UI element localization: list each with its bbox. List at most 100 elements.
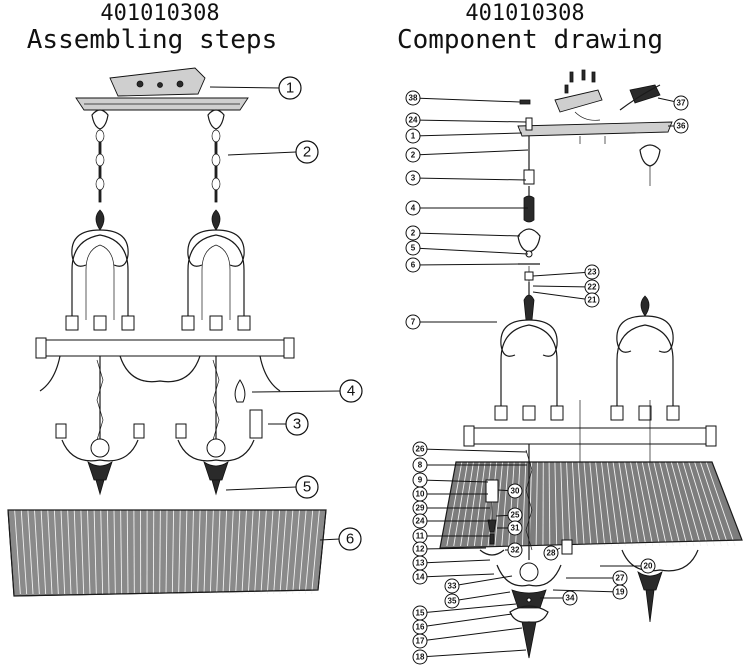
- callout-28: 28: [543, 545, 559, 561]
- chain-left: [95, 129, 105, 203]
- callout-37: 37: [673, 95, 689, 111]
- left-panel-title: Assembling steps: [27, 25, 277, 55]
- callout-number: 8: [418, 461, 423, 470]
- mounting-hardware: [519, 69, 661, 121]
- right-panel-title: Component drawing: [397, 25, 663, 55]
- callout-33: 33: [444, 578, 460, 594]
- left-model-number: 401010308: [100, 1, 219, 26]
- callout-number: 5: [303, 479, 311, 496]
- callout-number: 3: [411, 174, 416, 183]
- callout-number: 13: [416, 559, 425, 568]
- callout-number: 5: [411, 244, 416, 253]
- callout-number: 4: [411, 204, 416, 213]
- chandelier-frame-exploded: [463, 294, 717, 470]
- callout-number: 11: [416, 532, 425, 541]
- callout-24: 24: [405, 112, 421, 128]
- callout-number: 25: [511, 511, 520, 520]
- callout-number: 19: [616, 588, 625, 597]
- callout-22: 22: [584, 279, 600, 295]
- callout-2: 2: [295, 140, 319, 164]
- callout-13: 13: [412, 555, 428, 571]
- callout-1: 1: [278, 76, 302, 100]
- callout-17: 17: [412, 633, 428, 649]
- callout-7: 7: [405, 314, 421, 330]
- lampshade-exploded: [439, 461, 743, 549]
- callout-16: 16: [412, 619, 428, 635]
- callout-number: 7: [411, 318, 416, 327]
- lower-stem-assembly: [479, 444, 573, 659]
- callout-number: 21: [588, 296, 597, 305]
- callout-number: 37: [677, 99, 686, 108]
- callout-19: 19: [612, 584, 628, 600]
- callout-6: 6: [338, 527, 362, 551]
- callout-3: 3: [405, 170, 421, 186]
- callout-number: 24: [409, 116, 418, 125]
- callout-12: 12: [412, 541, 428, 557]
- callout-11: 11: [412, 528, 428, 544]
- callout-21: 21: [584, 292, 600, 308]
- callout-number: 2: [411, 151, 416, 160]
- callout-number: 4: [347, 383, 355, 400]
- mounting-bracket: [109, 67, 206, 97]
- callout-number: 6: [411, 261, 416, 270]
- callout-number: 1: [411, 132, 416, 141]
- chandelier-frame: [35, 209, 295, 496]
- callout-number: 24: [416, 517, 425, 526]
- ceiling-canopy-bar: [75, 97, 249, 111]
- callout-4: 4: [405, 200, 421, 216]
- callout-number: 29: [416, 504, 425, 513]
- canopy-plate: [517, 121, 673, 137]
- callout-number: 26: [416, 445, 425, 454]
- callout-2: 2: [405, 225, 421, 241]
- callout-number: 34: [566, 594, 575, 603]
- callout-26: 26: [412, 441, 428, 457]
- callout-1: 1: [405, 128, 421, 144]
- callout-35: 35: [444, 593, 460, 609]
- callout-number: 30: [511, 487, 520, 496]
- callout-2: 2: [405, 147, 421, 163]
- callout-30: 30: [507, 483, 523, 499]
- callout-number: 33: [448, 582, 457, 591]
- callout-38: 38: [405, 90, 421, 106]
- callout-number: 3: [293, 416, 301, 433]
- callout-9: 9: [412, 472, 428, 488]
- callout-number: 23: [588, 268, 597, 277]
- callout-15: 15: [412, 605, 428, 621]
- callout-8: 8: [412, 457, 428, 473]
- right-model-number: 401010308: [465, 1, 584, 26]
- callout-number: 38: [409, 94, 418, 103]
- callout-number: 18: [416, 653, 425, 662]
- callout-number: 14: [416, 573, 425, 582]
- callout-number: 2: [411, 229, 416, 238]
- callout-number: 9: [418, 476, 423, 485]
- callout-18: 18: [412, 649, 428, 665]
- callout-number: 17: [416, 637, 425, 646]
- callout-number: 35: [448, 597, 457, 606]
- callout-5: 5: [405, 240, 421, 256]
- callout-25: 25: [507, 507, 523, 523]
- callout-27: 27: [612, 570, 628, 586]
- callout-number: 1: [286, 80, 294, 97]
- callout-number: 10: [416, 490, 425, 499]
- right-panel: 401010308 Component drawing: [397, 1, 743, 659]
- callout-number: 31: [511, 524, 520, 533]
- callout-number: 36: [677, 122, 686, 131]
- callout-number: 15: [416, 609, 425, 618]
- callout-10: 10: [412, 486, 428, 502]
- callout-23: 23: [584, 264, 600, 280]
- callout-3: 3: [285, 412, 309, 436]
- callout-number: 22: [588, 283, 597, 292]
- lampshade: [7, 509, 327, 597]
- hanging-rod-assembly: [517, 117, 541, 300]
- callout-6: 6: [405, 257, 421, 273]
- suspension-chains: [91, 109, 225, 130]
- callout-20: 20: [640, 558, 656, 574]
- callout-5: 5: [295, 475, 319, 499]
- callout-32: 32: [507, 542, 523, 558]
- callout-36: 36: [673, 118, 689, 134]
- callout-number: 16: [416, 623, 425, 632]
- callout-34: 34: [562, 590, 578, 606]
- callout-24: 24: [412, 513, 428, 529]
- callout-number: 2: [303, 144, 311, 161]
